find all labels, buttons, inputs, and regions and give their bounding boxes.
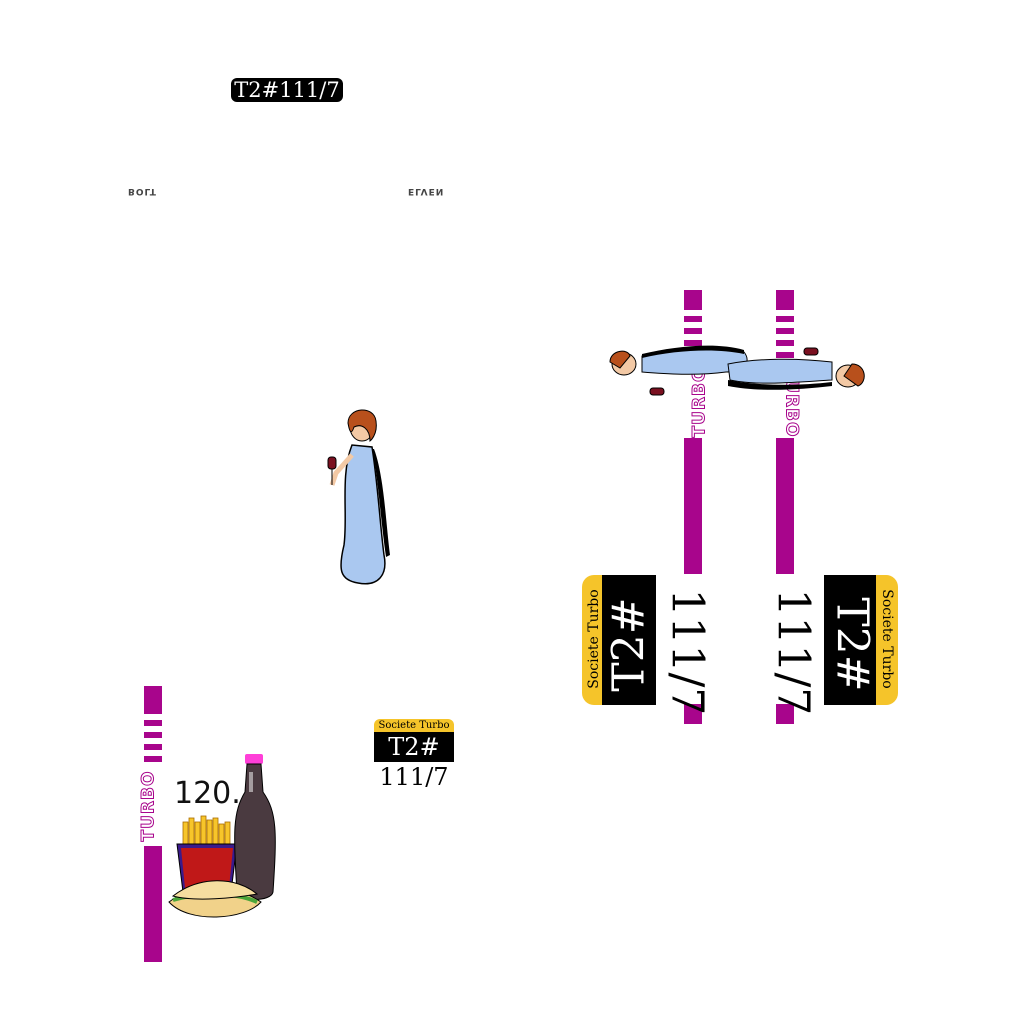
- big-label-right-brand: Societe Turbo: [879, 589, 895, 689]
- stripe-segment: [684, 438, 702, 574]
- stripe-dash: [144, 756, 162, 762]
- big-label-right-number: 111/7: [767, 588, 819, 716]
- woman-figure-icon: [727, 347, 865, 390]
- stripe-dash: [144, 720, 162, 726]
- big-label-right-code: T2#: [826, 597, 878, 692]
- stripe-segment: [684, 290, 702, 310]
- top-label: T2#111/7: [231, 78, 343, 102]
- big-label-left-brand: Societe Turbo: [586, 589, 602, 689]
- stripe-dash: [776, 340, 794, 346]
- turbo-stripe-left: [144, 686, 162, 962]
- big-label-right-code-band: [824, 575, 878, 705]
- big-label-left-brand-band: [582, 575, 604, 705]
- food-price: 120.: [174, 776, 241, 811]
- turbo-stripe-right-1: [684, 290, 702, 724]
- stripe-dash: [776, 328, 794, 334]
- stripe-dash: [776, 352, 794, 358]
- small-label-brand: Societe Turbo: [374, 719, 454, 732]
- turbo-text-left: TURBO: [138, 770, 159, 842]
- stripe-segment: [684, 704, 702, 724]
- stripe-segment: [144, 846, 162, 962]
- stripe-segment: [776, 438, 794, 574]
- big-label-left-number: 111/7: [661, 588, 713, 716]
- small-label-number: 111/7: [379, 763, 449, 791]
- stripe-dash: [684, 340, 702, 346]
- big-label-left: Societe Turbo T2#: [582, 575, 656, 705]
- mirror-text-left: BOLT: [128, 186, 157, 196]
- stripe-dash: [144, 732, 162, 738]
- small-label-code: T2#: [374, 732, 454, 762]
- stripe-dash: [684, 328, 702, 334]
- stripe-segment: [776, 290, 794, 310]
- big-label-right: T2# Societe Turbo: [824, 575, 898, 705]
- fast-food-icon: [168, 754, 276, 918]
- stripe-dash: [776, 316, 794, 322]
- woman-figure-icon: [609, 345, 748, 396]
- stripe-segment: [776, 704, 794, 724]
- woman-figure-icon: [327, 409, 390, 585]
- big-label-left-code: T2#: [603, 597, 655, 692]
- big-label-right-brand-band: [876, 575, 898, 705]
- mirror-text-right: ELVEN: [408, 186, 445, 196]
- big-label-left-code-band: [602, 575, 656, 705]
- stripe-dash: [684, 316, 702, 322]
- stripe-segment: [144, 686, 162, 714]
- turbo-stripe-right-2: [776, 290, 794, 724]
- small-product-label: Societe Turbo T2# 111/7: [374, 719, 454, 792]
- stripe-dash: [144, 744, 162, 750]
